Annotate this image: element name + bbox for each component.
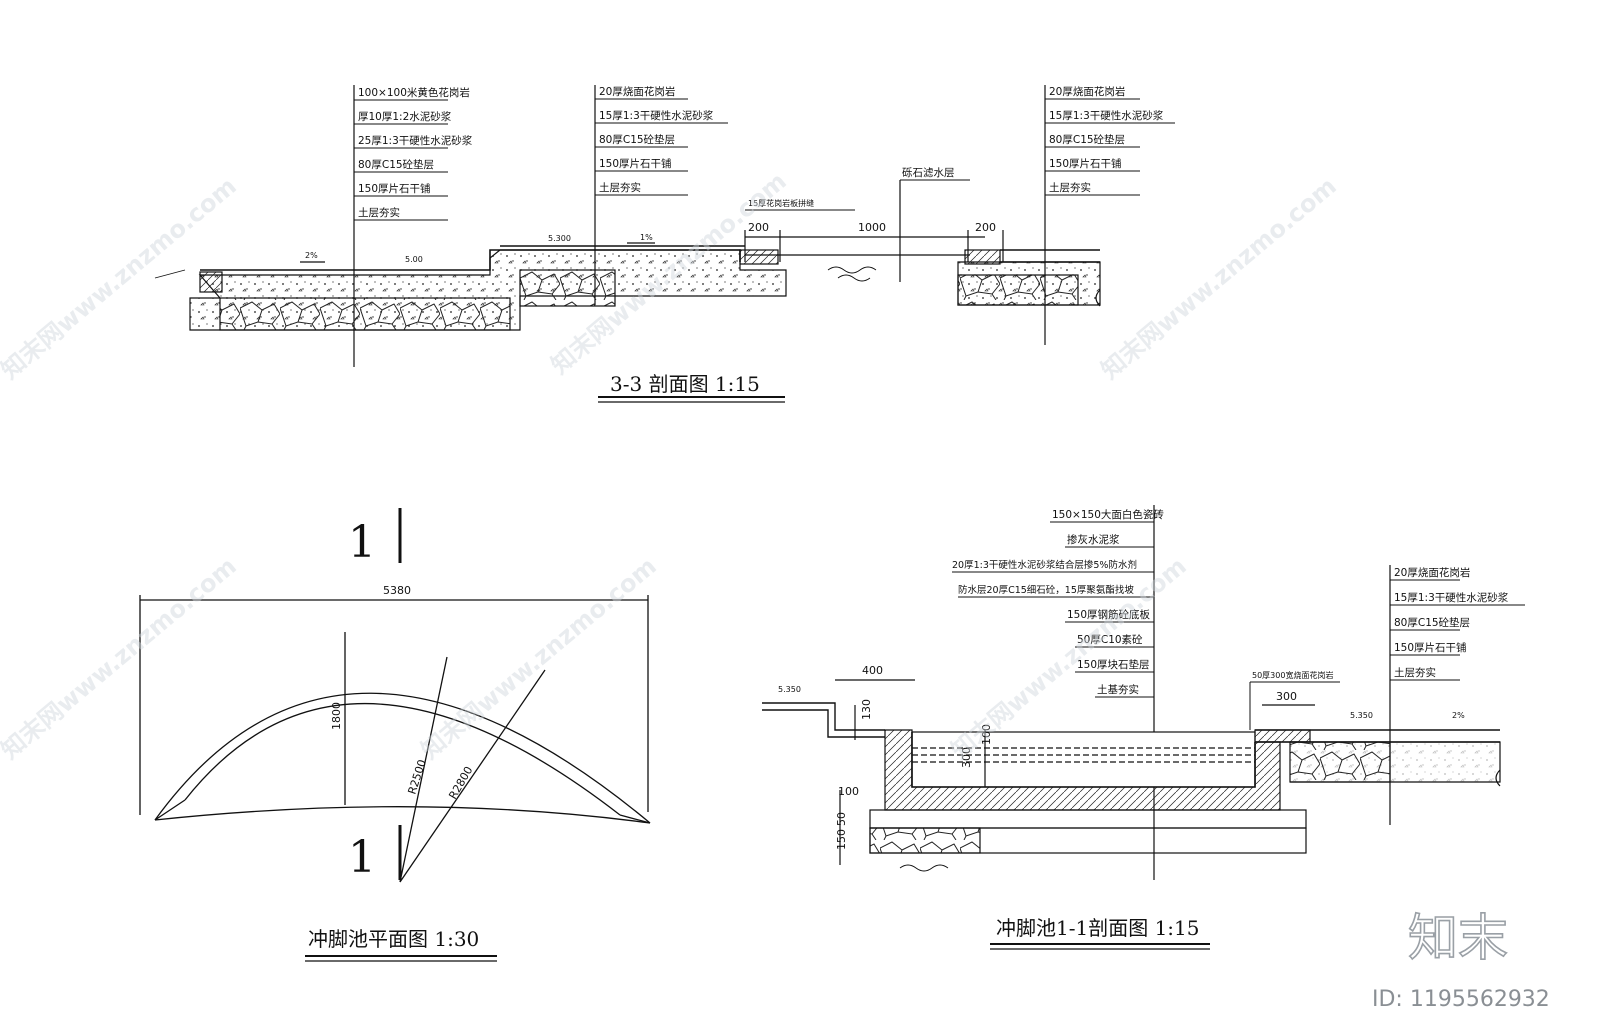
footbath-plan <box>139 508 651 962</box>
note-mid-3: 80厚C15砼垫层 <box>599 133 675 146</box>
watermark-4: 知末网www.znzmo.com <box>0 552 242 765</box>
watermark-5: 知末网www.znzmo.com <box>416 552 662 765</box>
level-11-right: 5.350 <box>1350 711 1373 720</box>
note-left-5: 150厚片石干铺 <box>358 182 431 195</box>
slope-11: 2% <box>1452 711 1465 720</box>
note-11-left-8: 土基夯实 <box>1097 683 1139 696</box>
section-3-3-text: 100×100米黄色花岗岩 厚10厚1:2水泥砂浆 25厚1:3干硬性水泥砂浆 … <box>305 85 1164 396</box>
brand-logo: 知末 <box>1408 909 1508 967</box>
note-11-right-2: 15厚1:3干硬性水泥砂浆 <box>1394 591 1509 604</box>
slab-label: 15厚花岗岩板拼缝 <box>748 198 814 208</box>
note-left-4: 80厚C15砼垫层 <box>358 158 434 171</box>
dim-300-depth: 300 <box>960 747 973 768</box>
plan-title: 冲脚池平面图 1:30 <box>308 927 479 951</box>
section-3-3 <box>154 85 1175 403</box>
note-left-6: 土层夯实 <box>358 206 400 219</box>
dim-5380: 5380 <box>383 584 411 597</box>
dim-150: 150 <box>835 829 848 850</box>
note-right-3: 80厚C15砼垫层 <box>1049 133 1125 146</box>
section-1-1-title: 冲脚池1-1剖面图 1:15 <box>996 916 1199 940</box>
note-right-2: 15厚1:3干硬性水泥砂浆 <box>1049 109 1164 122</box>
note-left-2: 厚10厚1:2水泥砂浆 <box>358 110 452 123</box>
section-mark-bottom: 1 <box>348 832 376 883</box>
note-11-left-3: 20厚1:3干硬性水泥砂浆结合层掺5%防水剂 <box>952 559 1137 571</box>
level-label-2: 5.300 <box>548 234 571 243</box>
dim-130: 130 <box>860 699 873 720</box>
note-mid-5: 土层夯实 <box>599 181 641 194</box>
section-1-1-text: 150×150大面白色瓷砖 掺灰水泥浆 20厚1:3干硬性水泥砂浆结合层掺5%防… <box>778 508 1509 940</box>
dim-1800: 1800 <box>330 702 343 730</box>
dim-400: 400 <box>862 664 883 677</box>
dim-100-base: 100 <box>838 785 859 798</box>
note-11-right-4: 150厚片石干铺 <box>1394 641 1467 654</box>
section-3-3-title: 3-3 剖面图 1:15 <box>610 372 760 396</box>
note-right-4: 150厚片石干铺 <box>1049 157 1122 170</box>
dim-300-edge: 300 <box>1276 690 1297 703</box>
dim-200-right: 200 <box>975 221 996 234</box>
slope-label-1: 2% <box>305 251 318 260</box>
note-11-left-7: 150厚块石垫层 <box>1077 658 1150 671</box>
slope-label-2: 1% <box>640 233 653 242</box>
note-11-left-6: 50厚C10素砼 <box>1077 633 1143 646</box>
level-11-left: 5.350 <box>778 685 801 694</box>
dim-r2500: R2500 <box>405 758 428 796</box>
note-mid-1: 20厚烧面花岗岩 <box>599 85 675 98</box>
dim-100-top: 100 <box>980 724 993 745</box>
image-id: ID: 1195562932 <box>1372 987 1550 1012</box>
note-mid-2: 15厚1:3干硬性水泥砂浆 <box>599 109 714 122</box>
level-label-1: 5.00 <box>405 255 423 264</box>
edge-stone-label: 50厚300宽烧面花岗岩 <box>1252 670 1333 680</box>
note-11-left-1: 150×150大面白色瓷砖 <box>1052 508 1164 521</box>
section-mark-top: 1 <box>348 517 376 568</box>
note-11-right-1: 20厚烧面花岗岩 <box>1394 566 1470 579</box>
note-right-1: 20厚烧面花岗岩 <box>1049 85 1125 98</box>
note-11-right-3: 80厚C15砼垫层 <box>1394 616 1470 629</box>
note-mid-4: 150厚片石干铺 <box>599 157 672 170</box>
watermark-3: 知末网www.znzmo.com <box>1096 172 1342 385</box>
dim-50: 50 <box>835 812 848 826</box>
dim-200-left: 200 <box>748 221 769 234</box>
dim-1000: 1000 <box>858 221 886 234</box>
note-left-1: 100×100米黄色花岗岩 <box>358 86 470 99</box>
note-left-3: 25厚1:3干硬性水泥砂浆 <box>358 134 473 147</box>
dim-r2800: R2800 <box>446 764 475 801</box>
note-11-left-2: 掺灰水泥浆 <box>1067 533 1120 546</box>
drain-label: 砾石滤水层 <box>902 166 955 179</box>
note-right-5: 土层夯实 <box>1049 181 1091 194</box>
section-1-1 <box>762 505 1525 950</box>
note-11-left-4: 防水层20厚C15细石砼，15厚聚氨酯找坡 <box>958 584 1134 596</box>
note-11-left-5: 150厚钢筋砼底板 <box>1067 608 1151 621</box>
note-11-right-5: 土层夯实 <box>1394 666 1436 679</box>
watermark-layer: 知末网www.znzmo.com 知末网www.znzmo.com 知末网www… <box>0 167 1342 765</box>
